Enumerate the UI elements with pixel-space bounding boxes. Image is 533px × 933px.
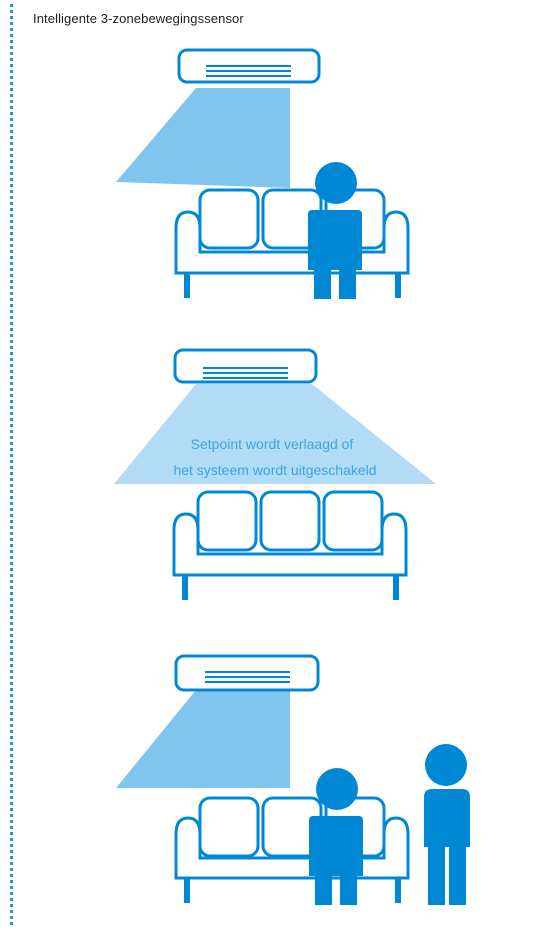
sofa-legs <box>184 878 401 903</box>
person-standing <box>424 744 470 905</box>
panel-occupied <box>116 48 410 299</box>
person-seated <box>308 162 362 299</box>
ac-vent-lines <box>206 65 291 77</box>
page-title: Intelligente 3-zonebewegingssensor <box>33 11 244 26</box>
sensor-beam <box>116 690 290 788</box>
sensor-beam-wide <box>114 384 436 484</box>
sofa-legs <box>184 273 401 298</box>
sensor-beam <box>116 88 290 188</box>
sofa <box>172 490 408 577</box>
dotted-margin-rule <box>10 4 13 925</box>
beam-label-line-2: het systeem wordt uitgeschakeld <box>173 462 376 478</box>
sofa-legs <box>182 575 399 600</box>
panel-two-persons <box>116 654 470 905</box>
panel-empty: Setpoint wordt verlaagd of het systeem w… <box>114 348 436 600</box>
sofa <box>174 188 410 275</box>
ac-vent-lines <box>205 671 290 683</box>
beam-label-line-1: Setpoint wordt verlaagd of <box>191 436 354 452</box>
person-seated <box>309 768 363 905</box>
sofa <box>174 796 410 880</box>
ac-vent-lines <box>203 367 288 379</box>
